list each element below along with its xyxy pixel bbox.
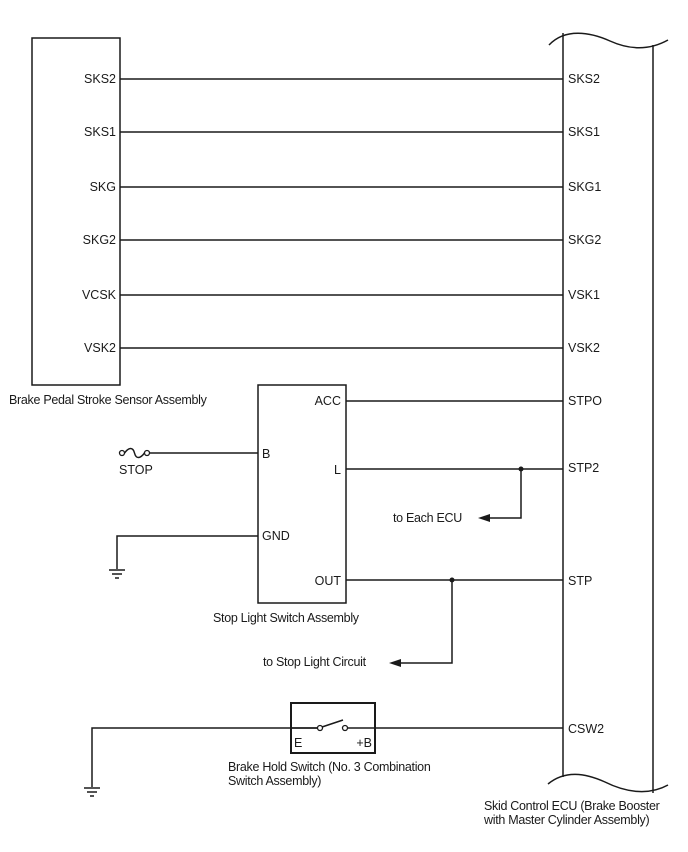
to-stop-light-circuit-label: to Stop Light Circuit (263, 655, 367, 669)
ecu-pin-stpo: STPO (568, 394, 602, 408)
hold-switch-pin-plus-b: +B (356, 736, 372, 750)
ecu-pin-stp: STP (568, 574, 592, 588)
ecu-pin-sks1: SKS1 (568, 125, 600, 139)
sensor-pin-sks2: SKS2 (84, 72, 116, 86)
brake-hold-switch-label-line2: Switch Assembly) (228, 774, 321, 788)
switch-pin-b: B (262, 447, 270, 461)
ground-icon (84, 787, 100, 797)
brake-pedal-stroke-sensor-label: Brake Pedal Stroke Sensor Assembly (9, 393, 208, 407)
switch-pin-acc: ACC (315, 394, 341, 408)
switch-pin-out: OUT (315, 574, 342, 588)
branch-wire-stop-light (395, 580, 453, 664)
brake-pedal-stroke-sensor-box (31, 37, 121, 386)
fuse-icon (118, 447, 151, 459)
ecu-pin-skg1: SKG1 (568, 180, 601, 194)
ecu-pin-sks2: SKS2 (568, 72, 600, 86)
switch-pin-gnd: GND (262, 529, 290, 543)
sensor-pin-skg: SKG (90, 180, 116, 194)
arrow-left-icon (389, 659, 401, 667)
switch-pin-l: L (334, 463, 341, 477)
sensor-pin-vcsk: VCSK (82, 288, 117, 302)
ecu-pin-vsk1: VSK1 (568, 288, 600, 302)
sensor-pin-skg2: SKG2 (83, 233, 116, 247)
brake-hold-switch-label-line1: Brake Hold Switch (No. 3 Combination (228, 760, 431, 774)
stop-fuse-label: STOP (119, 463, 153, 477)
branch-wire-each-ecu (484, 469, 522, 519)
hold-switch-pin-e: E (294, 736, 302, 750)
stop-light-switch-label: Stop Light Switch Assembly (213, 611, 360, 625)
switch-open-icon (316, 719, 349, 732)
skid-control-ecu-box (547, 32, 669, 793)
skid-control-ecu-label-line2: with Master Cylinder Assembly) (483, 813, 649, 827)
sensor-pin-vsk2: VSK2 (84, 341, 116, 355)
wire-gnd (116, 535, 258, 569)
ecu-pin-stp2: STP2 (568, 461, 599, 475)
sensor-pin-sks1: SKS1 (84, 125, 116, 139)
wire-e-ground (91, 727, 318, 787)
arrow-left-icon (478, 514, 490, 522)
to-each-ecu-label: to Each ECU (393, 511, 462, 525)
ecu-pin-vsk2: VSK2 (568, 341, 600, 355)
stop-light-switch-box (257, 384, 347, 604)
ecu-pin-skg2: SKG2 (568, 233, 601, 247)
ground-icon (109, 569, 125, 579)
skid-control-ecu-label-line1: Skid Control ECU (Brake Booster (484, 799, 660, 813)
ecu-pin-csw2: CSW2 (568, 722, 604, 736)
